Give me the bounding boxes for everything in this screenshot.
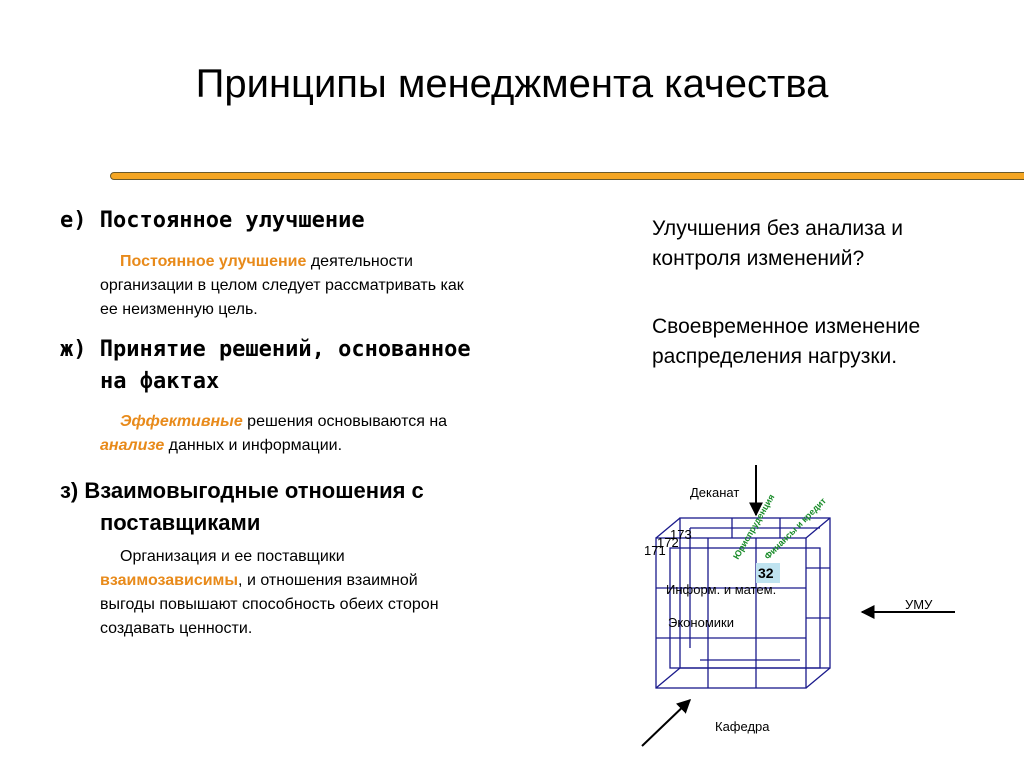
heading-line: з) Взаимовыгодные отношения с	[60, 478, 424, 503]
text-fact-based-decisions: Эффективные решения основываются на анал…	[100, 410, 580, 458]
text-line: Своевременное изменение	[652, 315, 921, 338]
text-line: решения основываются на	[242, 413, 448, 430]
highlight-interdependent: взаимозависимы	[100, 572, 239, 589]
label-172: 172	[657, 535, 679, 550]
page-title: Принципы менеджмента качества	[195, 62, 829, 106]
answer-text: Своевременное изменение распределения на…	[652, 312, 920, 372]
highlight-analysis: анализе	[100, 437, 165, 454]
question-text: Улучшения без анализа и контроля изменен…	[652, 214, 903, 274]
heading-fact-based-decisions: ж) Принятие решений, основанное на факта…	[60, 334, 471, 398]
text-continuous-improvement: Постоянное улучшение деятельности органи…	[100, 250, 580, 322]
text-line: , и отношения взаимной	[238, 572, 418, 589]
label-32: 32	[758, 565, 774, 581]
label-kafedra: Кафедра	[715, 719, 770, 734]
label-dekanat: Деканат	[690, 485, 740, 500]
text-line: данных и информации.	[164, 437, 343, 454]
highlighted-cell	[756, 563, 780, 583]
heading-line: ж) Принятие решений, основанное	[60, 337, 471, 362]
text-line: Улучшения без анализа и	[652, 217, 903, 240]
text-supplier-relations: Организация и ее поставщики взаимозависи…	[100, 545, 580, 641]
highlight-effective: Эффективные	[120, 413, 243, 430]
text-line: создавать ценности.	[100, 620, 253, 637]
text-line: деятельности	[306, 253, 413, 270]
label-173: 173	[670, 527, 692, 542]
text-line: организации в целом следует рассматриват…	[100, 277, 464, 294]
label-171: 171	[644, 543, 666, 558]
arrow-kafedra	[641, 699, 692, 747]
heading-supplier-relations: з) Взаимовыгодные отношения с поставщика…	[60, 475, 424, 539]
text-line: выгоды повышают способность обеих сторон	[100, 596, 439, 613]
heading-continuous-improvement: е) Постоянное улучшение	[60, 208, 365, 233]
cube-wireframe	[655, 517, 831, 689]
title-divider	[110, 172, 1024, 180]
label-economics: Экономики	[668, 615, 734, 630]
label-umu: УМУ	[905, 597, 933, 612]
text-line: распределения нагрузки.	[652, 345, 898, 368]
heading-line: поставщиками	[100, 510, 261, 535]
highlight-continuous-improvement: Постоянное улучшение	[120, 253, 307, 270]
label-inform: Информ. и матем.	[666, 582, 777, 597]
text-line: контроля изменений?	[652, 247, 865, 270]
heading-line: на фактах	[100, 369, 220, 394]
text-line: ее неизменную цель.	[100, 301, 258, 318]
text-line: Организация и ее поставщики	[120, 548, 345, 565]
